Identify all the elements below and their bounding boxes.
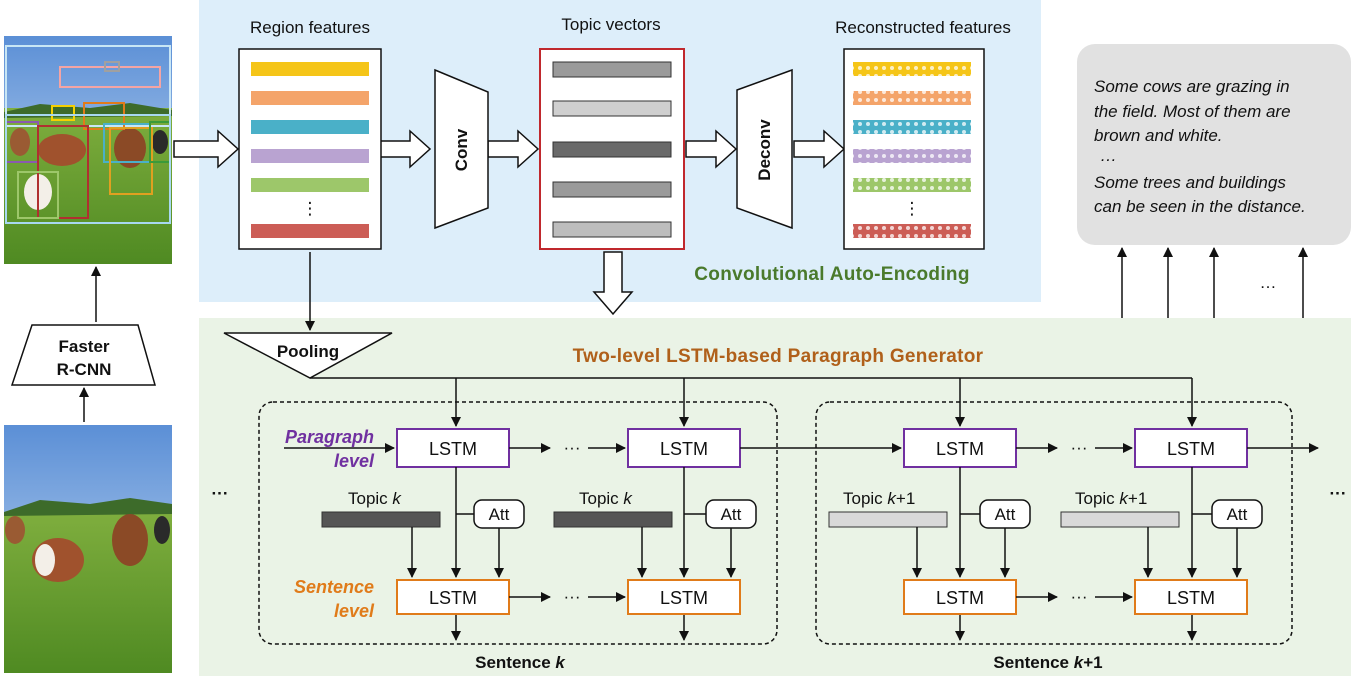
sentence-lstm-4: [1134, 579, 1248, 615]
sentence-level-label-2: level: [334, 601, 375, 621]
paragraph-level-label-1: Paragraph: [285, 427, 374, 447]
reconstructed-feature-6: [853, 224, 971, 238]
topic-k-label-1: Topic k: [348, 489, 402, 508]
left-ellipsis: ···: [212, 484, 229, 503]
paragraph-lstm-2: [627, 428, 741, 468]
topic-k1-bar-2: [1060, 511, 1180, 528]
output-line-5: Some trees and buildings: [1094, 173, 1286, 192]
topic-vector-4: [552, 181, 672, 198]
sentence-k-group: [258, 401, 778, 645]
faster-rcnn-block: [10, 324, 156, 386]
faster-rcnn-label-1: Faster: [58, 337, 109, 356]
conv-block: [434, 68, 489, 230]
region-feature-6: [251, 224, 369, 238]
topic-k1-bar-1: [828, 511, 948, 528]
reconstructed-feature-1: [853, 62, 971, 76]
region-feature-4: [251, 149, 369, 163]
topic-k-label-2: Topic k: [579, 489, 633, 508]
paragraph-lstm-3-label: LSTM: [936, 439, 984, 459]
reconstructed-feature-4: [853, 149, 971, 163]
reconstructed-feature-5: [853, 178, 971, 192]
reconstructed-feature-2: [853, 91, 971, 105]
att-box-3-label: Att: [995, 505, 1016, 524]
sentence-k-caption: Sentence k: [475, 653, 566, 672]
paragraph-lstm-4: [1134, 428, 1248, 468]
topic-k1-label-2: Topic k+1: [1075, 489, 1147, 508]
paragraph-lstm-4-label: LSTM: [1167, 439, 1215, 459]
region-feature-3: [251, 120, 369, 134]
sentence-lstm-2-label: LSTM: [660, 588, 708, 608]
paragraph-level-label-2: level: [334, 451, 375, 471]
output-arrows-ellipsis: …: [1260, 273, 1277, 292]
topic-k-bar-1: [321, 511, 441, 528]
att-box-4-label: Att: [1227, 505, 1248, 524]
flow-arrow-image-to-features: [173, 129, 240, 169]
flow-arrow-features-to-conv: [379, 129, 432, 169]
sentence-k1-group: [815, 401, 1293, 645]
paragraph-lstm-1-label: LSTM: [429, 439, 477, 459]
output-line-1: Some cows are grazing in: [1094, 77, 1290, 96]
right-ellipsis: ···: [1330, 484, 1347, 503]
sentence-lstm-2: [627, 579, 741, 615]
output-line-6: can be seen in the distance.: [1094, 197, 1306, 216]
detected-image: [4, 36, 172, 264]
topic-vector-1: [552, 61, 672, 78]
topic-vector-2: [552, 100, 672, 117]
sentence-k1-caption: Sentence k+1: [993, 653, 1102, 672]
paragraph-ellipsis-1: ···: [564, 438, 581, 457]
reconstructed-feature-3: [853, 120, 971, 134]
output-paragraph-box: [1077, 44, 1351, 245]
conv-label: Conv: [452, 128, 471, 171]
region-feature-5: [251, 178, 369, 192]
paragraph-lstm-1: [396, 428, 510, 468]
sentence-ellipsis-2: ···: [1071, 587, 1088, 606]
att-box-1-label: Att: [489, 505, 510, 524]
sentence-lstm-1-label: LSTM: [429, 588, 477, 608]
topic-k1-label-1: Topic k+1: [843, 489, 915, 508]
topic-vectors-title: Topic vectors: [561, 15, 660, 34]
paragraph-lstm-3: [903, 428, 1017, 468]
sentence-lstm-3: [903, 579, 1017, 615]
region-features-ellipsis: ⋮: [302, 199, 319, 218]
output-line-4: …: [1100, 146, 1117, 165]
generator-section-title: Two-level LSTM-based Paragraph Generator: [573, 346, 984, 367]
deconv-block: [736, 68, 793, 230]
paragraph-lstm-2-label: LSTM: [660, 439, 708, 459]
sentence-level-label-1: Sentence: [294, 577, 374, 597]
att-box-2-label: Att: [721, 505, 742, 524]
flow-arrow-conv-to-topics: [487, 129, 540, 169]
region-features-title: Region features: [250, 18, 370, 37]
topic-k-bar-2: [553, 511, 673, 528]
output-line-3: brown and white.: [1094, 126, 1223, 145]
faster-rcnn-label-2: R-CNN: [57, 360, 112, 379]
reconstructed-features-ellipsis: ⋮: [904, 199, 921, 218]
flow-arrow-topics-to-deconv: [685, 129, 738, 169]
pooling-label: Pooling: [277, 342, 339, 361]
region-feature-2: [251, 91, 369, 105]
paragraph-ellipsis-2: ···: [1071, 438, 1088, 457]
deconv-label: Deconv: [755, 119, 774, 181]
output-line-2: the field. Most of them are: [1094, 102, 1291, 121]
sentence-ellipsis-1: ···: [564, 587, 581, 606]
reconstructed-features-title: Reconstructed features: [835, 18, 1011, 37]
cae-section-title: Convolutional Auto-Encoding: [694, 264, 969, 285]
region-feature-1: [251, 62, 369, 76]
flow-arrow-deconv-to-recon: [793, 129, 846, 169]
topic-vector-3: [552, 141, 672, 158]
sentence-lstm-3-label: LSTM: [936, 588, 984, 608]
flow-arrow-topics-down: [592, 251, 634, 316]
topic-vector-5: [552, 221, 672, 238]
pooling-block: [223, 332, 393, 379]
sentence-lstm-4-label: LSTM: [1167, 588, 1215, 608]
input-image: [4, 425, 172, 673]
